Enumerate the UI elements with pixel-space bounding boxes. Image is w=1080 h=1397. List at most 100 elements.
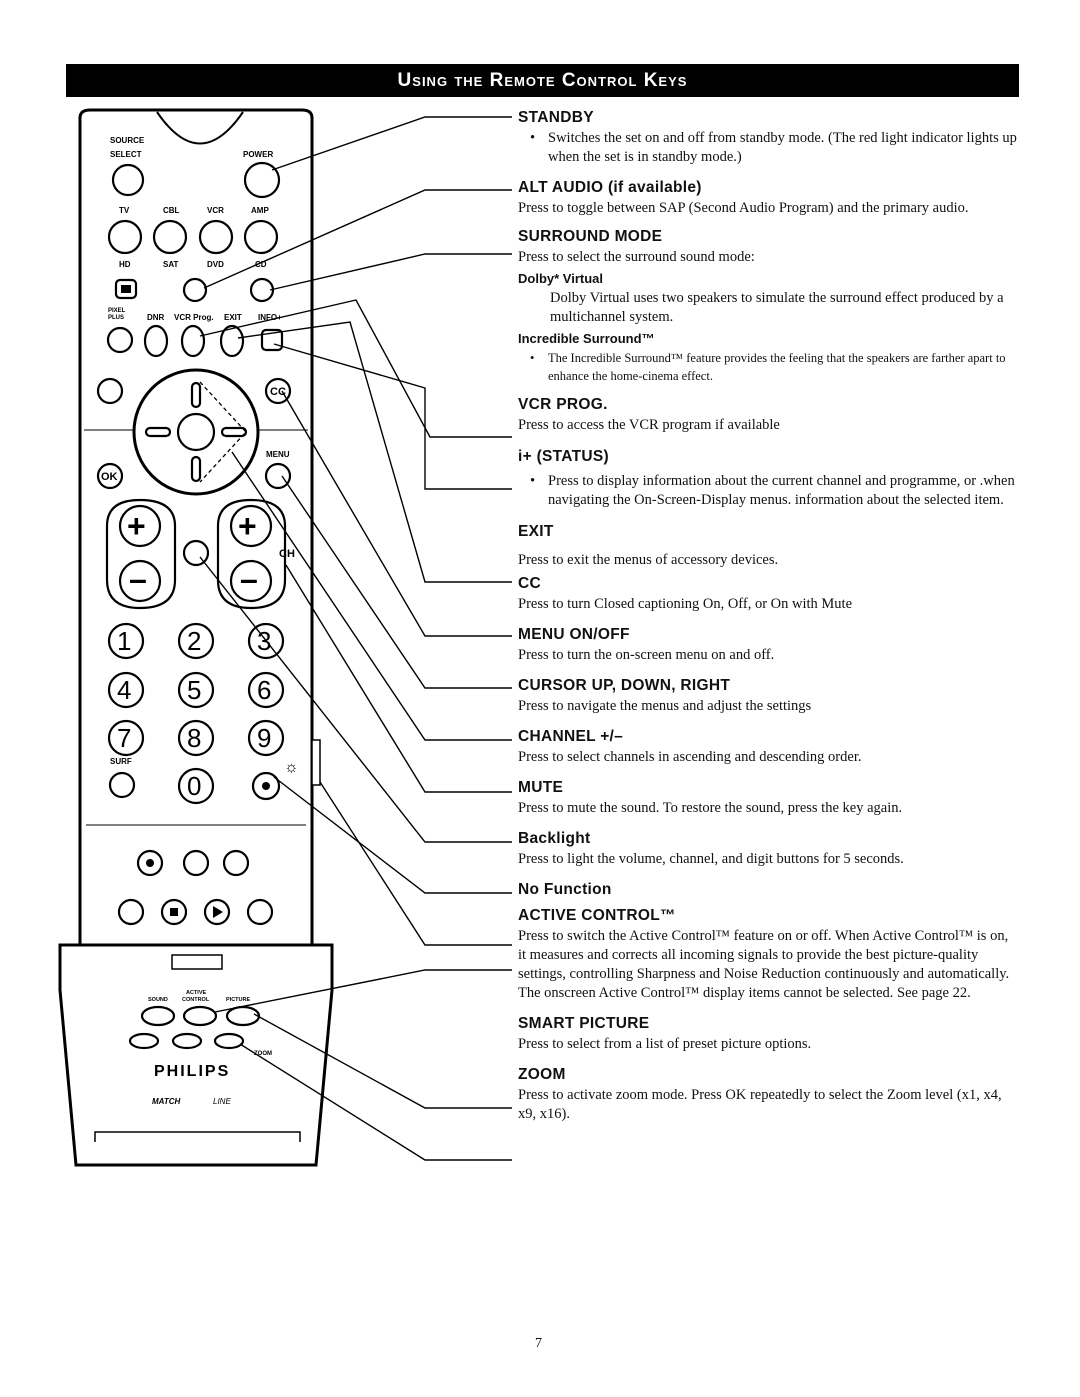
digit-8[interactable]: 8 [187, 723, 201, 753]
exit-button[interactable] [219, 324, 245, 358]
menu-label: MENU [266, 450, 290, 459]
cursor-left[interactable] [144, 426, 172, 438]
ch-label: CH [279, 548, 295, 560]
pixel-plus-button[interactable] [106, 326, 134, 354]
dnr-button[interactable] [143, 324, 169, 358]
cursor-right[interactable] [220, 426, 248, 438]
pause-button[interactable] [222, 849, 250, 877]
channel-text: Press to select channels in ascending an… [518, 749, 862, 765]
control-label: CONTROL [182, 997, 210, 1003]
surround-button[interactable] [249, 277, 275, 303]
zoom-label: ZOOM [254, 1051, 272, 1057]
picture-label: PICTURE [226, 997, 250, 1003]
tv-label: TV [119, 206, 130, 215]
pip-button[interactable] [171, 1032, 203, 1050]
cursor-up[interactable] [190, 381, 202, 409]
smart-sound-button[interactable] [140, 1005, 176, 1027]
matchline-logo: MATCH [152, 1097, 181, 1106]
standby-button[interactable] [243, 161, 281, 199]
surf-button[interactable] [108, 771, 136, 799]
vcr-prog-heading: VCR PROG. [518, 396, 608, 413]
amp-label: AMP [251, 206, 269, 215]
digit-2[interactable]: 2 [187, 626, 201, 656]
smart-picture-section: SMART PICTURE Press to select from a lis… [518, 1014, 1018, 1054]
mute-button[interactable] [182, 539, 210, 567]
standby-heading: STANDBY [518, 109, 594, 126]
zoom-button[interactable] [213, 1032, 245, 1050]
digit-3[interactable]: 3 [257, 626, 271, 656]
vcr-prog-button[interactable] [180, 324, 206, 358]
no-function-heading: No Function [518, 881, 612, 898]
ok-button[interactable] [96, 462, 124, 490]
digit-6[interactable]: 6 [257, 675, 271, 705]
format-small-button[interactable] [128, 1032, 160, 1050]
exit-section: EXIT Press to exit the menus of accessor… [518, 522, 1018, 570]
rewind-button[interactable] [117, 898, 145, 926]
power-label: POWER [243, 150, 273, 159]
tv-guide-button[interactable] [96, 377, 124, 405]
vcr-prog-text: Press to access the VCR program if avail… [518, 417, 780, 433]
digit-7[interactable]: 7 [117, 723, 131, 753]
incredible-surround-bullet: The Incredible Surround™ feature provide… [530, 349, 1018, 385]
cc-button[interactable] [264, 377, 292, 405]
smart-picture-button[interactable] [225, 1005, 261, 1027]
vcr-prog-label: VCR Prog. [174, 313, 214, 322]
alt-audio-heading: ALT AUDIO (if available) [518, 179, 702, 196]
center-button[interactable] [176, 412, 216, 452]
timer-button[interactable] [182, 849, 210, 877]
backlight-section: Backlight Press to light the volume, cha… [518, 829, 1018, 869]
digit-4[interactable]: 4 [117, 675, 131, 705]
digit-keypad[interactable]: 1 2 3 4 5 6 7 8 9 0 [107, 622, 285, 805]
leader-lines [199, 116, 512, 1161]
section-banner: Using the Remote Control Keys [66, 64, 1019, 97]
vcr-label: VCR [207, 206, 224, 215]
active-control-text: Press to switch the Active Control™ feat… [518, 928, 1010, 1001]
status-bullet: Press to display information about the c… [530, 472, 1018, 510]
zoom-text: Press to activate zoom mode. Press OK re… [518, 1087, 1002, 1122]
backlight-heading: Backlight [518, 830, 591, 847]
sound-label: SOUND [148, 997, 168, 1003]
dolby-virtual-text: Dolby Virtual uses two speakers to simul… [550, 290, 1004, 325]
source-select-button[interactable] [111, 163, 145, 197]
ok-label: OK [101, 471, 118, 483]
menu-section: MENU ON/OFF Press to turn the on-screen … [518, 625, 1018, 665]
alt-audio-button[interactable] [182, 277, 208, 303]
svg-text:+: + [127, 508, 146, 544]
source-label: SOURCE [110, 136, 145, 145]
fast-forward-button[interactable] [246, 898, 274, 926]
key-descriptions: STANDBY Switches the set on and off from… [518, 108, 1018, 1124]
digit-9[interactable]: 9 [257, 723, 271, 753]
zoom-section: ZOOM Press to activate zoom mode. Press … [518, 1065, 1018, 1124]
surf-label: SURF [110, 757, 132, 766]
svg-text:–: – [129, 561, 147, 597]
cc-label: CC [270, 386, 286, 398]
active-control-button[interactable] [182, 1005, 218, 1027]
smart-picture-heading: SMART PICTURE [518, 1015, 650, 1032]
cursor-text: Press to navigate the menus and adjust t… [518, 698, 812, 714]
exit-heading: EXIT [518, 523, 554, 540]
cc-text: Press to turn Closed captioning On, Off,… [518, 596, 853, 612]
svg-text:–: – [240, 561, 258, 597]
zoom-heading: ZOOM [518, 1066, 566, 1083]
digit-5[interactable]: 5 [187, 675, 201, 705]
cbl-sat-button[interactable] [152, 219, 188, 255]
tv-hd-button[interactable] [107, 219, 143, 255]
active-control-heading: ACTIVE CONTROL™ [518, 907, 676, 924]
select-label: SELECT [110, 150, 142, 159]
brand-logo: PHILIPS [154, 1063, 230, 1080]
page-number: 7 [535, 1336, 542, 1351]
cursor-down[interactable] [190, 455, 202, 483]
dvd-label: DVD [207, 260, 224, 269]
mute-heading: MUTE [518, 779, 564, 796]
vcr-dvd-button[interactable] [198, 219, 234, 255]
digit-1[interactable]: 1 [117, 626, 131, 656]
surround-section: SURROUND MODE Press to select the surrou… [518, 227, 1018, 385]
smart-picture-text: Press to select from a list of preset pi… [518, 1036, 812, 1052]
amp-cd-button[interactable] [243, 219, 279, 255]
channel-section: CHANNEL +/– Press to select channels in … [518, 727, 1018, 767]
digit-0[interactable]: 0 [187, 771, 201, 801]
menu-button[interactable] [264, 462, 292, 490]
exit-text: Press to exit the menus of accessory dev… [518, 552, 779, 568]
vcr-prog-section: VCR PROG. Press to access the VCR progra… [518, 395, 1018, 435]
